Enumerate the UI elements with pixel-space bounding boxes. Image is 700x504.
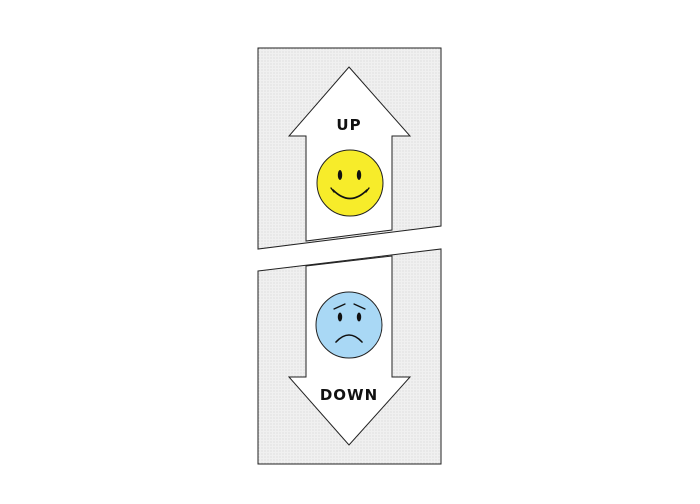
happy-face-icon: [316, 149, 384, 217]
up-label: UP: [336, 116, 361, 134]
down-label: DOWN: [320, 386, 378, 404]
sad-face-icon: [315, 291, 383, 359]
